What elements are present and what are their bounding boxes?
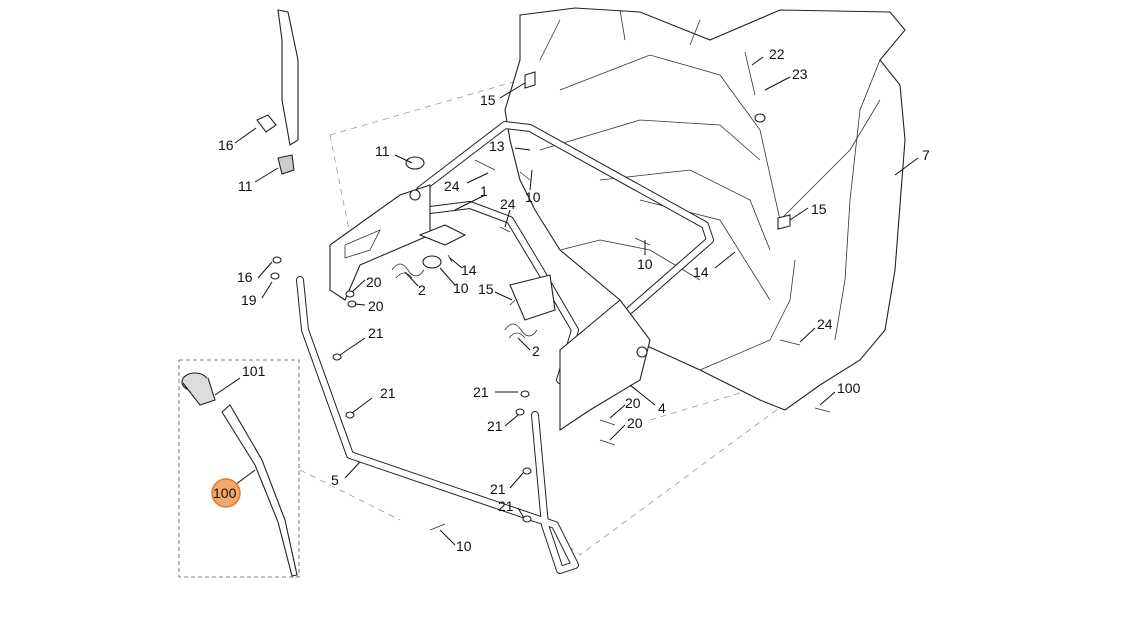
callout-2[interactable]: 2	[532, 343, 540, 359]
callout-15[interactable]: 14	[461, 262, 477, 278]
accessory-box	[178, 359, 300, 578]
callout-16[interactable]: 15	[480, 92, 496, 108]
callout-21[interactable]: 20	[368, 298, 384, 314]
callout-labels: 15 11 24 1 13 10 24 10 14 15 7 22 23 16 …	[213, 46, 930, 554]
callout-20[interactable]: 20	[627, 415, 643, 431]
callout-19[interactable]: 16	[218, 137, 234, 153]
callout-21[interactable]: 21	[380, 385, 396, 401]
highlight-marker	[211, 478, 241, 508]
callout-2[interactable]: 2	[418, 282, 426, 298]
callout-1[interactable]: 1	[480, 183, 488, 199]
side-trim-strip	[256, 9, 299, 175]
callout-21[interactable]: 21	[498, 498, 514, 514]
spring-parts	[391, 263, 538, 339]
callout-20[interactable]: 16	[237, 269, 253, 285]
lower-frame	[296, 276, 579, 574]
callout-14[interactable]: 14	[693, 264, 709, 280]
callout-100b[interactable]: 100	[213, 485, 237, 501]
callout-11[interactable]: 11	[375, 143, 390, 159]
callout-11[interactable]: 10	[453, 280, 469, 296]
callout-16[interactable]: 15	[811, 201, 827, 217]
callout-10[interactable]: 10	[525, 189, 541, 205]
catcher-bag	[504, 7, 906, 411]
callout-21[interactable]: 21	[368, 325, 384, 341]
callout-21[interactable]: 21	[487, 418, 503, 434]
callout-14[interactable]: 13	[489, 138, 505, 154]
callout-20[interactable]: 20	[625, 395, 641, 411]
left-bracket	[329, 184, 467, 301]
callout-13[interactable]: 11	[238, 178, 253, 194]
leader-lines	[214, 56, 919, 546]
callout-101b[interactable]: 101	[242, 363, 266, 379]
callout-22[interactable]: 22	[769, 46, 785, 62]
callout-21[interactable]: 21	[490, 481, 506, 497]
callout-24[interactable]: 100	[837, 380, 861, 396]
callout-10c[interactable]: 10	[456, 538, 472, 554]
callout-15b[interactable]: 15	[478, 281, 494, 297]
callout-23[interactable]: 23	[792, 66, 808, 82]
hardware-parts	[270, 51, 831, 531]
right-bracket	[509, 274, 651, 432]
callout-4[interactable]: 4	[658, 400, 666, 416]
callout-21[interactable]: 21	[473, 384, 489, 400]
callout-10[interactable]: 10	[637, 256, 653, 272]
callout-24[interactable]: 24	[817, 316, 833, 332]
callout-20[interactable]: 19	[241, 292, 257, 308]
callout-5[interactable]: 5	[331, 472, 339, 488]
callout-7[interactable]: 7	[922, 147, 930, 163]
callout-21[interactable]: 20	[366, 274, 382, 290]
callout-24[interactable]: 24	[500, 196, 516, 212]
callout-24[interactable]: 24	[444, 178, 460, 194]
